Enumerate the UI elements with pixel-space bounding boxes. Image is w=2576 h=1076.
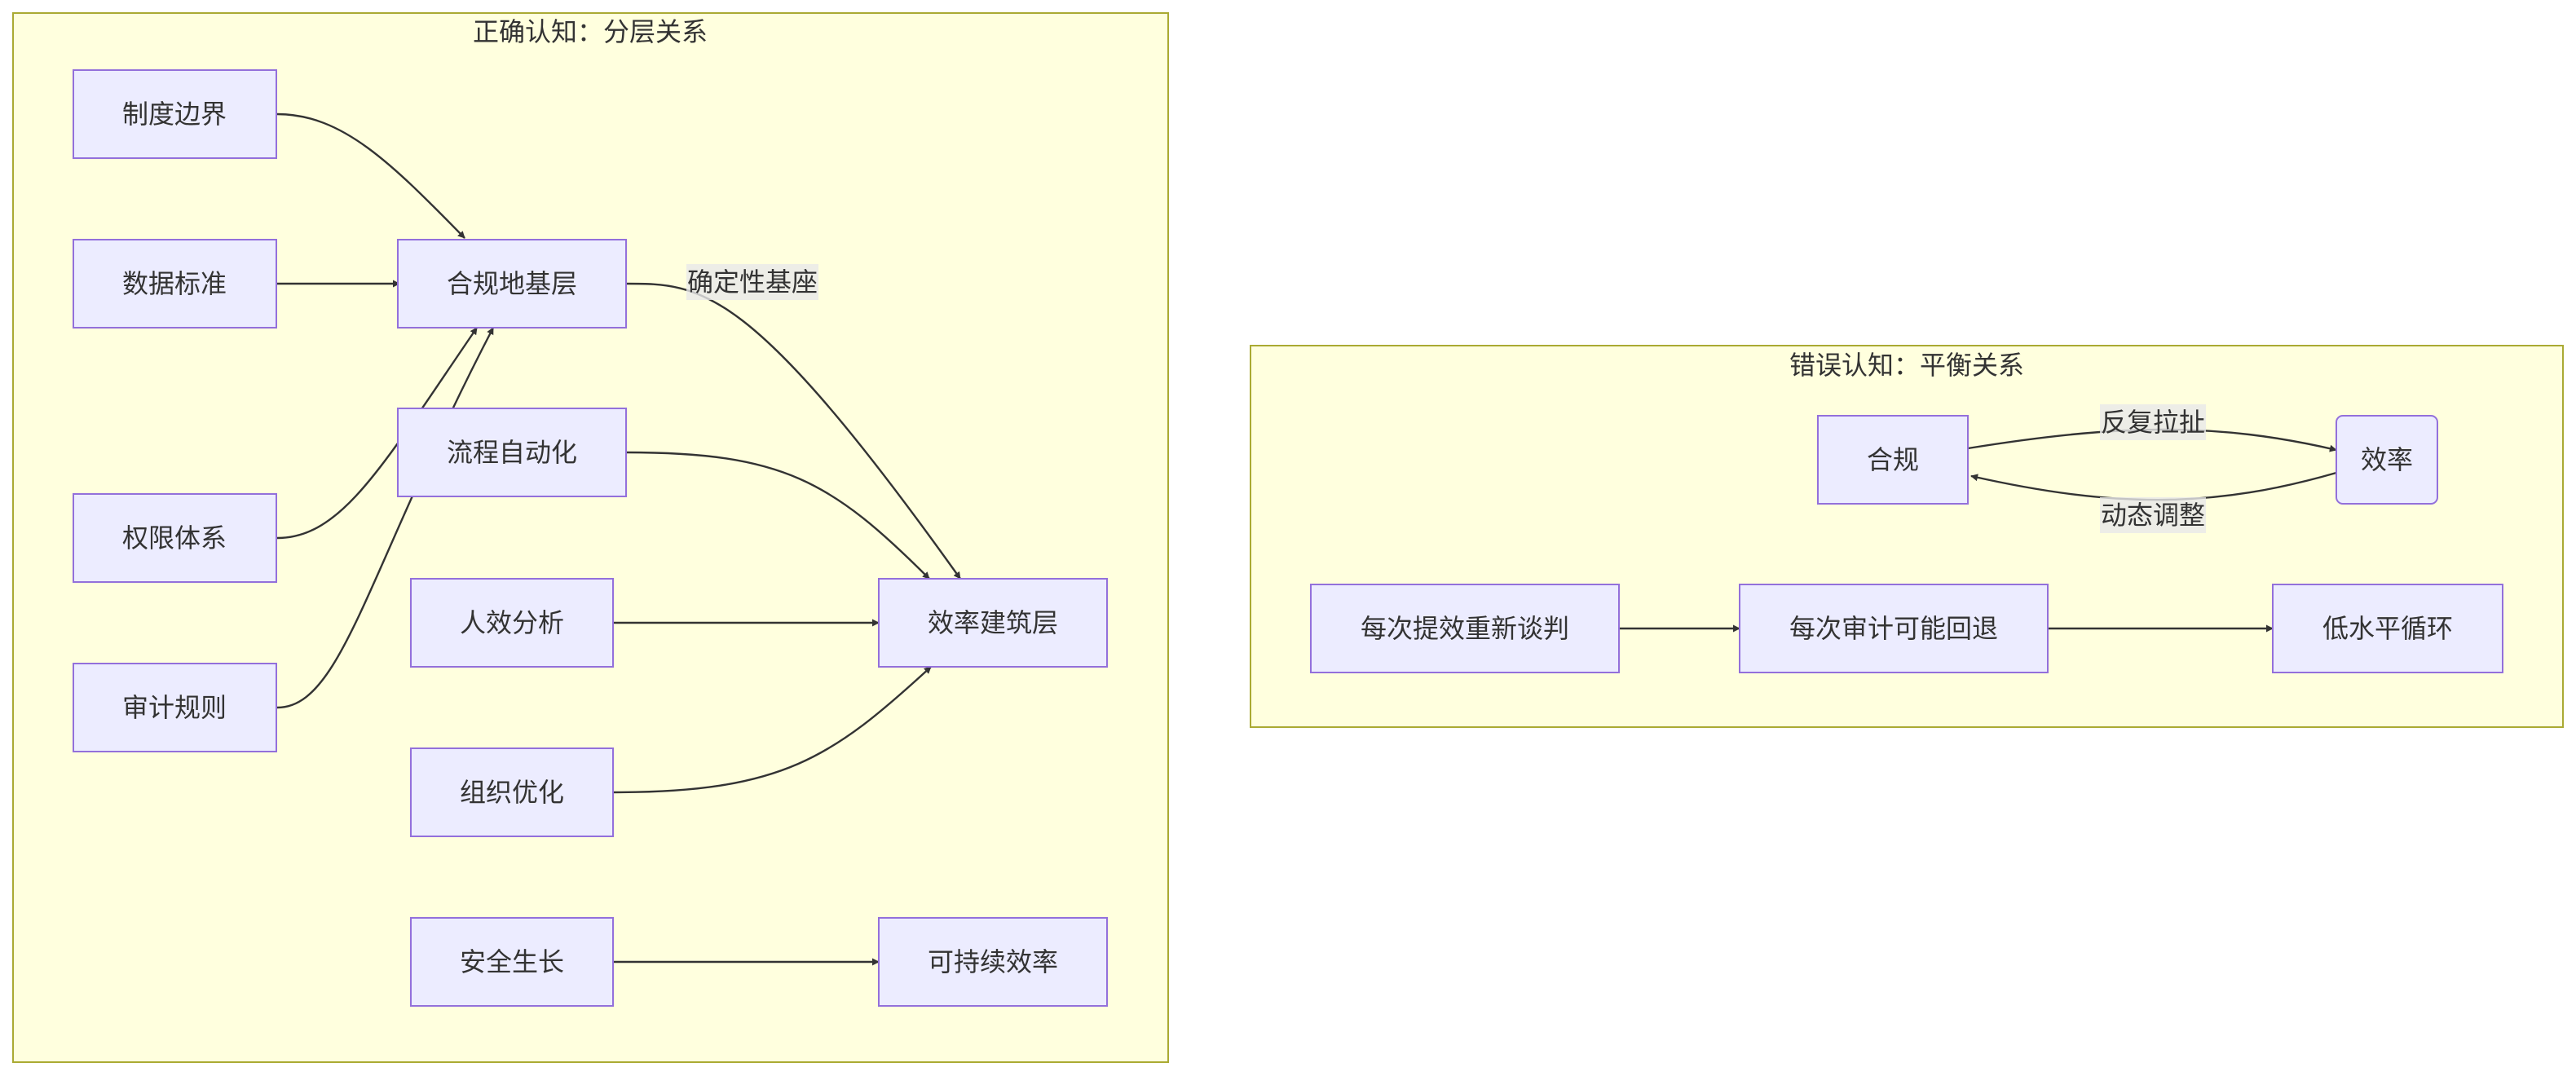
node-kechixu: 可持续效率: [878, 917, 1108, 1007]
edge-liucheng-to-xiaolv-build: [625, 451, 930, 580]
edge-quanxian-to-hegui-base: [276, 327, 478, 540]
edge-label-queding: 确定性基座: [686, 264, 818, 300]
edge-zhidu-to-hegui-base: [276, 112, 465, 239]
node-shenji-label: 审计规则: [122, 692, 227, 723]
node-meici-shenji-label: 每次审计可能回退: [1789, 613, 1998, 644]
node-zhidu: 制度边界: [73, 69, 277, 159]
node-hegui: 合规: [1817, 415, 1969, 505]
node-meici-shenji: 每次审计可能回退: [1739, 584, 2049, 673]
node-xiaolv-build: 效率建筑层: [878, 578, 1108, 668]
node-zuzhi: 组织优化: [410, 747, 614, 837]
cluster-wrong-title: 错误认知：平衡关系: [1789, 350, 2024, 381]
node-dishuiping: 低水平循环: [2272, 584, 2503, 673]
edge-label-fanfu: 反复拉扯: [2100, 404, 2206, 440]
edge-label-queding-text: 确定性基座: [687, 267, 818, 298]
edge-hegui-base-to-xiaolv-build: [625, 282, 961, 580]
node-kechixu-label: 可持续效率: [928, 946, 1058, 977]
node-xiaolv-label: 效率: [2361, 444, 2413, 475]
node-quanxian: 权限体系: [73, 493, 277, 583]
node-zhidu-label: 制度边界: [122, 99, 227, 130]
node-hegui-base: 合规地基层: [397, 239, 627, 329]
node-xiaolv: 效率: [2336, 415, 2438, 505]
node-shenji: 审计规则: [73, 663, 277, 752]
node-anquan: 安全生长: [410, 917, 614, 1007]
edge-label-fanfu-text: 反复拉扯: [2101, 407, 2205, 438]
node-zuzhi-label: 组织优化: [460, 777, 564, 808]
node-quanxian-label: 权限体系: [122, 523, 227, 553]
node-shuju-label: 数据标准: [122, 268, 227, 299]
edge-label-dongtai: 动态调整: [2100, 497, 2206, 533]
node-hegui-base-label: 合规地基层: [447, 268, 577, 299]
cluster-correct-title: 正确认知：分层关系: [473, 16, 708, 47]
node-renxiao-label: 人效分析: [460, 607, 564, 638]
node-hegui-label: 合规: [1867, 444, 1919, 475]
node-meici-tixiao-label: 每次提效重新谈判: [1361, 613, 1569, 644]
node-liucheng-label: 流程自动化: [447, 437, 577, 468]
edge-label-dongtai-text: 动态调整: [2101, 500, 2205, 531]
node-meici-tixiao: 每次提效重新谈判: [1310, 584, 1620, 673]
node-anquan-label: 安全生长: [460, 946, 564, 977]
node-xiaolv-build-label: 效率建筑层: [928, 607, 1058, 638]
node-renxiao: 人效分析: [410, 578, 614, 668]
node-shuju: 数据标准: [73, 239, 277, 329]
edge-zuzhi-to-xiaolv-build: [612, 666, 932, 794]
node-dishuiping-label: 低水平循环: [2322, 613, 2453, 644]
node-liucheng: 流程自动化: [397, 408, 627, 497]
